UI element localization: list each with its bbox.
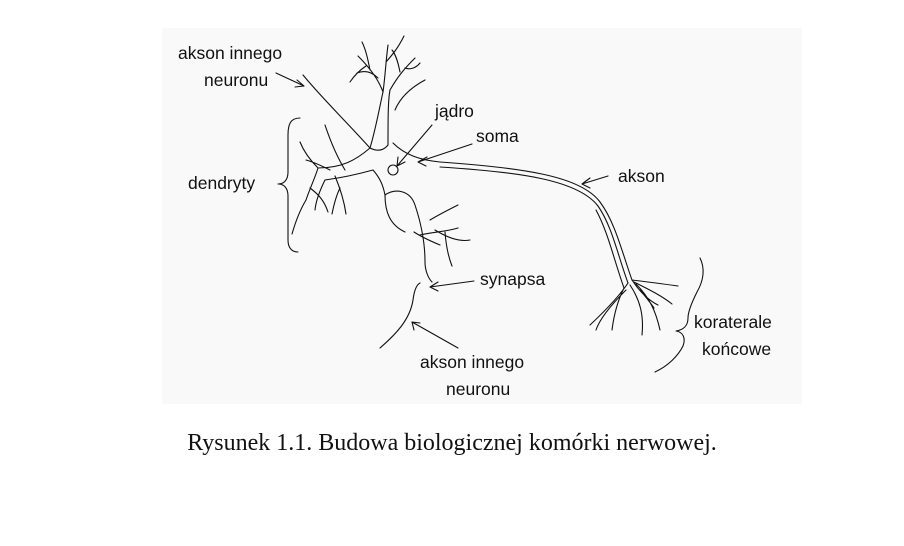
terminal-collaterals — [589, 279, 679, 336]
label-koraterale-line2: końcowe — [702, 339, 771, 359]
label-akson-innego-top-line2: neuronu — [204, 70, 268, 90]
label-akson: akson — [618, 166, 665, 186]
nucleus — [387, 164, 399, 176]
label-akson-innego-bottom-line1: akson innego — [420, 352, 524, 372]
dendrite-brace — [277, 117, 301, 253]
figure-caption: Rysunek 1.1. Budowa biologicznej komórki… — [187, 430, 717, 456]
soma-outline — [317, 89, 441, 196]
incoming-axon-top — [302, 74, 371, 149]
pointer-arrows — [275, 72, 609, 349]
synapse-incoming-axon — [379, 282, 421, 349]
arrow-jadro — [396, 124, 433, 167]
dendrite-left — [291, 124, 347, 235]
arrow-soma — [417, 143, 473, 167]
label-synapsa: synapsa — [480, 269, 545, 289]
arrow-synapsa — [429, 280, 475, 292]
label-koraterale-line1: koraterale — [694, 312, 772, 332]
arrow-akson-innego-bottom — [411, 321, 459, 349]
label-jadro: jądro — [434, 101, 474, 121]
diagram-panel — [162, 28, 802, 404]
label-dendryty: dendryty — [188, 173, 255, 193]
dendrite-lower — [384, 190, 471, 283]
label-akson-innego-top-line1: akson innego — [178, 43, 282, 63]
arrow-akson — [581, 175, 609, 189]
dendrite-upper — [349, 35, 426, 111]
label-soma: soma — [476, 126, 519, 146]
main-axon — [439, 161, 633, 289]
collateral-brace — [654, 257, 704, 373]
arrow-akson-innego-top — [275, 72, 305, 88]
label-akson-innego-bottom-line2: neuronu — [446, 379, 510, 399]
